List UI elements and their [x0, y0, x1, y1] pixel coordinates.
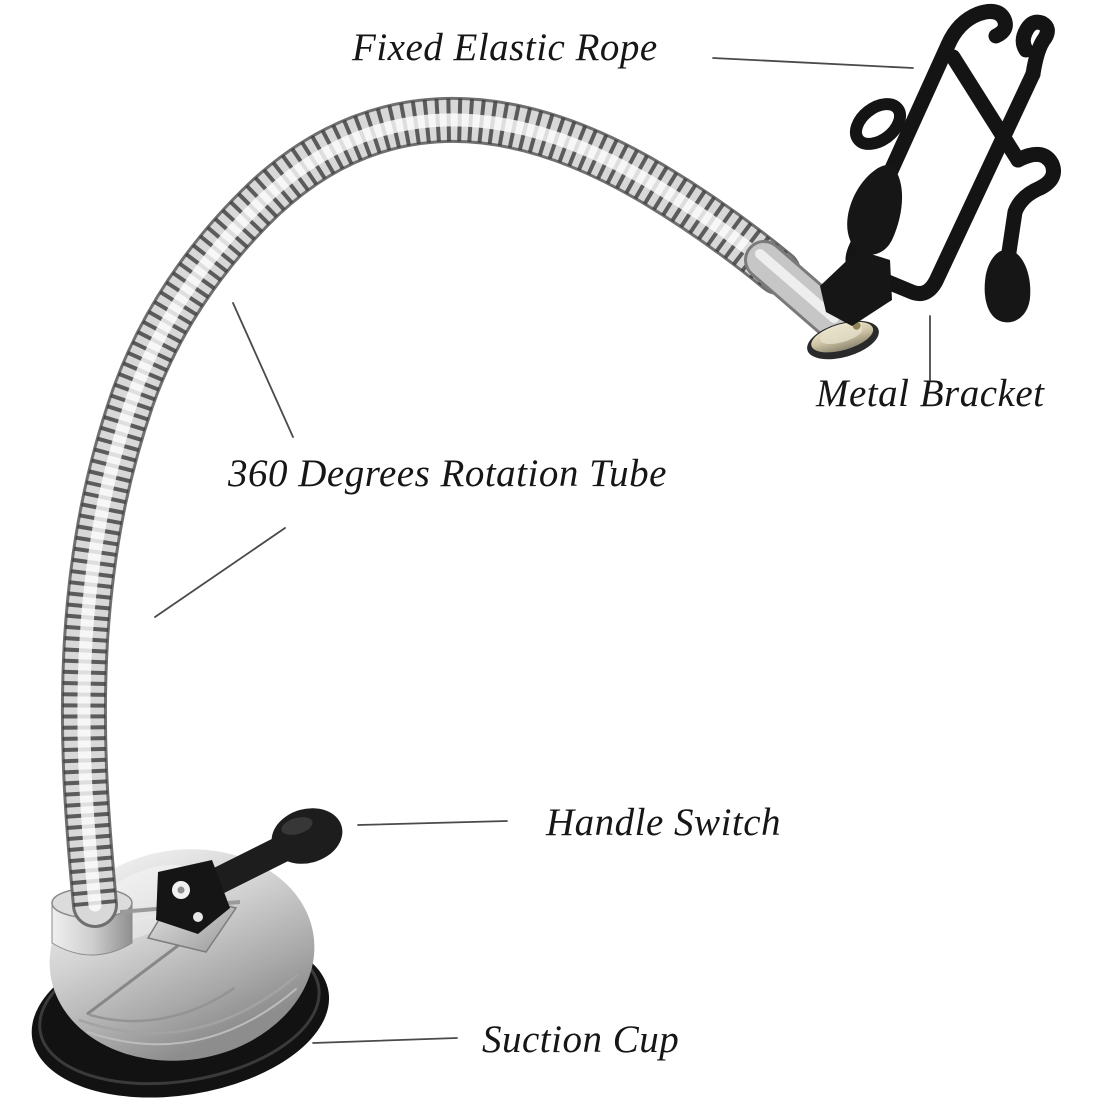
label-fixed-elastic-rope: Fixed Elastic Rope	[352, 26, 658, 69]
leader-lines	[154, 57, 931, 1044]
bracket-cross-wire	[945, 49, 1026, 168]
handle-switch-lever	[119, 808, 343, 953]
chrome-end-segment	[744, 240, 860, 346]
label-rotation-tube: 360 Degrees Rotation Tube	[228, 452, 667, 495]
tube-ribs	[62, 98, 792, 907]
leader-suction-cup	[312, 1037, 458, 1044]
bracket-hook-right	[1015, 14, 1055, 82]
bracket-hook-left	[940, 3, 1013, 53]
leader-fixed-elastic-rope	[712, 57, 914, 69]
label-metal-bracket: Metal Bracket	[816, 372, 1045, 415]
bracket-paddles	[820, 164, 1031, 326]
leader-rotation-tube-top	[232, 302, 294, 438]
bracket-clamp-piece	[820, 250, 892, 326]
pivot-screw-2	[193, 912, 203, 922]
leader-handle-switch	[357, 820, 508, 826]
elastic-rope-loop	[849, 98, 907, 150]
lever-pivot	[156, 860, 230, 934]
gooseneck-rotation-tube	[60, 96, 860, 928]
bracket-paddle-inner	[847, 164, 903, 255]
leader-rotation-tube-bottom	[154, 527, 286, 618]
joint-disc	[807, 320, 879, 360]
bracket-knot	[1001, 146, 1061, 260]
label-handle-switch: Handle Switch	[546, 801, 782, 844]
label-suction-cup: Suction Cup	[482, 1018, 680, 1061]
bracket-paddle-hanging	[984, 249, 1031, 323]
